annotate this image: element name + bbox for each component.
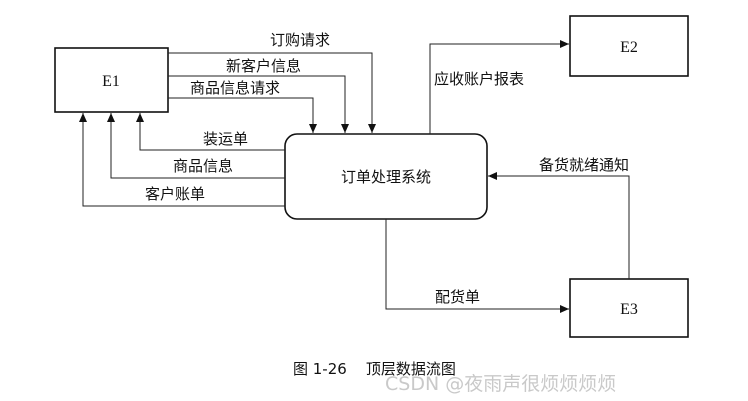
flow-stock-ready-notice-label: 备货就绪通知	[539, 156, 629, 174]
flow-product-info-request: 商品信息请求	[168, 79, 317, 133]
entity-e1: E1	[54, 47, 169, 113]
entity-e2-label: E2	[620, 39, 638, 56]
flow-new-customer-info-label: 新客户信息	[226, 57, 301, 75]
flow-dispatch-note-label: 配货单	[435, 288, 480, 306]
flow-order-request: 订购请求	[168, 31, 376, 133]
flow-receivables-report-label: 应收账户报表	[434, 70, 524, 88]
flow-shipping-note-label: 装运单	[203, 130, 248, 148]
entity-e2: E2	[569, 15, 689, 77]
entity-e1-label: E1	[102, 73, 120, 90]
flow-new-customer-info: 新客户信息	[168, 57, 349, 133]
flow-product-info: 商品信息	[107, 113, 285, 179]
flow-product-info-label: 商品信息	[173, 157, 233, 175]
process-label: 订单处理系统	[341, 168, 431, 186]
flow-customer-bill: 客户账单	[79, 113, 285, 207]
flow-dispatch-note: 配货单	[385, 219, 569, 313]
flow-customer-bill-label: 客户账单	[145, 185, 205, 203]
entity-e3-label: E3	[620, 301, 638, 318]
figure-caption: 图 1-26 顶层数据流图	[293, 360, 456, 378]
flow-order-request-label: 订购请求	[270, 31, 330, 49]
flow-receivables-report: 应收账户报表	[429, 40, 569, 134]
flow-shipping-note: 装运单	[136, 113, 285, 151]
entity-e3: E3	[569, 278, 689, 338]
flow-product-info-request-label: 商品信息请求	[190, 79, 280, 97]
process-order-system: 订单处理系统	[284, 133, 488, 220]
csdn-watermark: CSDN @夜雨声很烦烦烦烦	[385, 373, 616, 395]
flow-stock-ready-notice: 备货就绪通知	[488, 156, 630, 279]
